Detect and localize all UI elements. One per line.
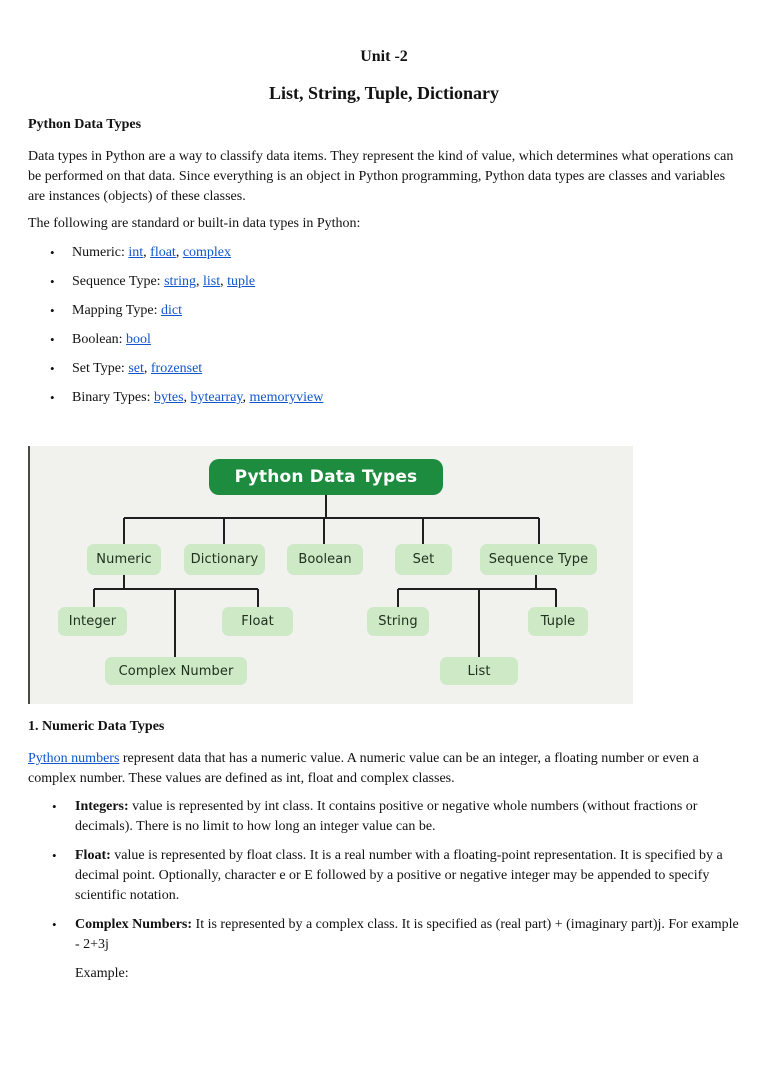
diagram-connector-lines <box>93 495 557 657</box>
builtin-type-item: Set Type: set, frozenset <box>50 359 740 379</box>
type-link-tuple[interactable]: tuple <box>227 274 256 289</box>
diagram-node-boolean: Boolean <box>287 544 363 575</box>
list-item-complex-numbers: Complex Numbers: It is represented by a … <box>52 915 740 955</box>
intro-paragraph: Data types in Python are a way to classi… <box>28 149 734 204</box>
intro-paragraph-2: The following are standard or built-in d… <box>28 216 361 231</box>
numeric-types-list: Integers: value is represented by int cl… <box>28 797 740 955</box>
numeric-intro-text: represent data that has a numeric value.… <box>28 751 699 786</box>
builtin-type-label: Set Type: <box>72 361 129 376</box>
type-link-dict[interactable]: dict <box>160 303 182 318</box>
doc-subtitle: List, String, Tuple, Dictionary <box>268 83 500 103</box>
integers-text: value is represented by int class. It co… <box>75 799 698 834</box>
builtin-type-label: Numeric: <box>72 245 129 260</box>
type-link-complex[interactable]: complex <box>182 245 232 260</box>
builtin-type-label: Boolean: <box>72 332 127 347</box>
type-link-int[interactable]: int <box>128 245 144 260</box>
diagram-node-set: Set <box>395 544 452 575</box>
builtin-type-item: Numeric: int, float, complex <box>50 243 740 263</box>
builtin-type-item: Mapping Type: dict <box>50 301 740 321</box>
python-data-types-diagram: Python Data Types Numeric Dictionary Boo… <box>28 446 633 704</box>
builtin-types-list: Numeric: int, float, complexSequence Typ… <box>28 243 740 408</box>
type-link-frozenset[interactable]: frozenset <box>150 361 203 376</box>
complex-numbers-text: It is represented by a complex class. It… <box>75 917 739 952</box>
complex-numbers-label: Complex Numbers: <box>75 917 193 932</box>
type-link-bool[interactable]: bool <box>126 332 151 347</box>
type-link-memoryview[interactable]: memoryview <box>249 390 324 405</box>
type-link-set[interactable]: set <box>128 361 144 376</box>
diagram-node-float: Float <box>222 607 293 636</box>
diagram-root-node: Python Data Types <box>209 459 443 495</box>
list-item-integers: Integers: value is represented by int cl… <box>52 797 740 837</box>
python-numbers-link[interactable]: Python numbers <box>28 751 120 766</box>
diagram-node-integer: Integer <box>58 607 127 636</box>
diagram-node-tuple: Tuple <box>528 607 588 636</box>
float-text: value is represented by float class. It … <box>75 848 723 903</box>
document-page: Unit -2 List, String, Tuple, Dictionary … <box>0 48 768 984</box>
builtin-type-label: Binary Types: <box>72 390 154 405</box>
numeric-intro-paragraph: Python numbers represent data that has a… <box>28 749 740 789</box>
builtin-type-label: Mapping Type: <box>72 303 161 318</box>
list-item-float: Float: value is represented by float cla… <box>52 846 740 906</box>
diagram-node-numeric: Numeric <box>87 544 161 575</box>
builtin-type-label: Sequence Type: <box>72 274 165 289</box>
builtin-type-item: Binary Types: bytes, bytearray, memoryvi… <box>50 388 740 408</box>
diagram-node-dictionary: Dictionary <box>184 544 265 575</box>
diagram-node-sequence-type: Sequence Type <box>480 544 597 575</box>
diagram-node-list: List <box>440 657 518 685</box>
doc-title: Unit -2 <box>360 48 408 65</box>
example-label: Example: <box>75 966 129 981</box>
diagram-node-string: String <box>367 607 429 636</box>
diagram-node-complex-number: Complex Number <box>105 657 247 685</box>
type-link-bytearray[interactable]: bytearray <box>190 390 243 405</box>
heading-python-data-types: Python Data Types <box>28 117 142 132</box>
integers-label: Integers: <box>75 799 129 814</box>
builtin-type-item: Sequence Type: string, list, tuple <box>50 272 740 292</box>
type-link-bytes[interactable]: bytes <box>153 390 184 405</box>
type-link-string[interactable]: string <box>164 274 196 289</box>
float-label: Float: <box>75 848 111 863</box>
builtin-type-item: Boolean: bool <box>50 330 740 350</box>
type-link-list[interactable]: list <box>202 274 221 289</box>
type-link-float[interactable]: float <box>150 245 176 260</box>
heading-numeric-data-types: 1. Numeric Data Types <box>28 719 165 734</box>
